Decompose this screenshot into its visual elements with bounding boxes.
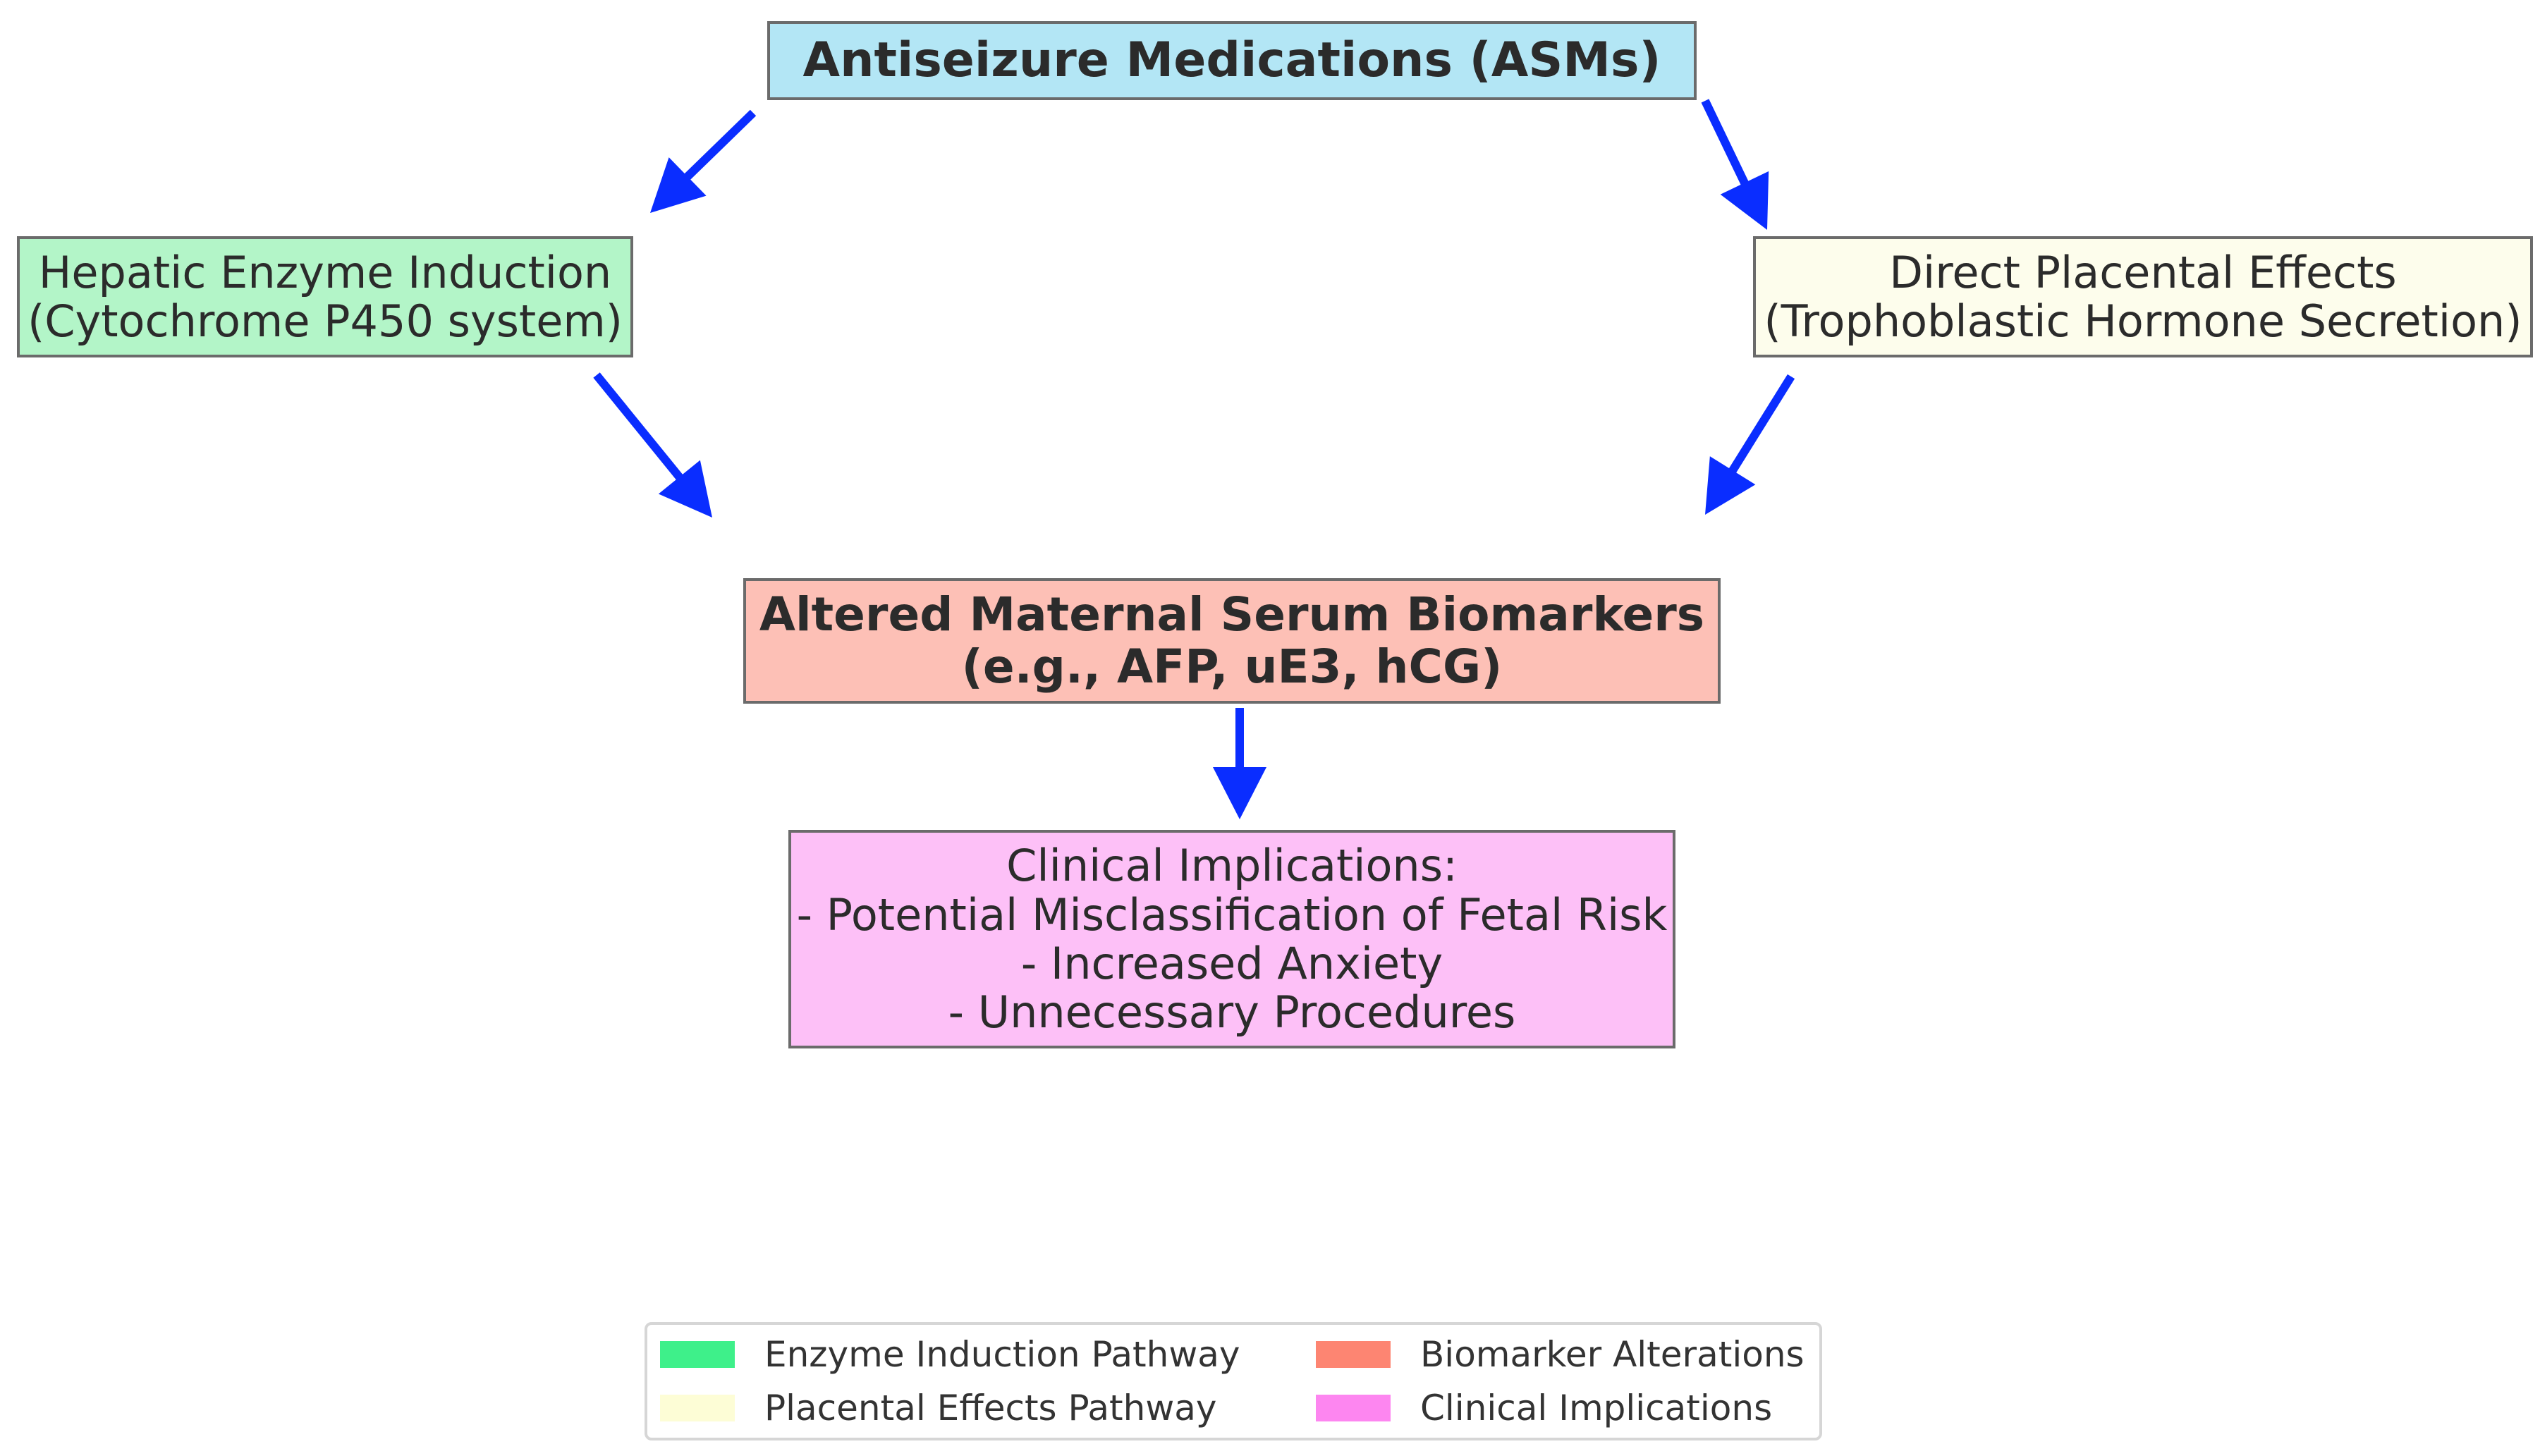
legend-label: Enzyme Induction Pathway xyxy=(764,1334,1240,1375)
arrow-shaft xyxy=(682,109,757,182)
arrow-shaft xyxy=(1727,374,1795,475)
arrow-head xyxy=(1705,456,1756,515)
arrow-asms-to-hepatic xyxy=(650,109,757,213)
arrow-head xyxy=(1720,171,1769,230)
node-placental-line-2: (Trophoblastic Hormone Secretion) xyxy=(1764,295,2522,347)
node-hepatic-enzyme-induction: Hepatic Enzyme Induction (Cytochrome P45… xyxy=(17,236,633,357)
legend-item-biomarker-alterations: Biomarker Alterations xyxy=(1316,1333,1805,1376)
node-clinical-line-1: Clinical Implications: xyxy=(1006,840,1458,892)
legend-swatch xyxy=(660,1395,735,1421)
node-antiseizure-medications: Antiseizure Medications (ASMs) xyxy=(767,21,1697,100)
node-asms-line-1: Antiseizure Medications (ASMs) xyxy=(802,32,1661,88)
legend-item-placental-effects: Placental Effects Pathway xyxy=(660,1387,1216,1429)
node-biomarkers-line-2: (e.g., AFP, uE3, hCG) xyxy=(961,640,1503,694)
arrow-placental-to-biomarkers xyxy=(1705,374,1795,515)
arrow-head xyxy=(1213,767,1266,819)
arrow-asms-to-placental xyxy=(1701,99,1769,230)
node-hepatic-line-1: Hepatic Enzyme Induction xyxy=(38,246,612,298)
legend-swatch xyxy=(1316,1341,1391,1368)
arrow-hepatic-to-biomarkers xyxy=(593,372,712,518)
arrow-shaft xyxy=(1701,99,1750,188)
node-hepatic-line-2: (Cytochrome P450 system) xyxy=(28,295,623,347)
legend-label: Placental Effects Pathway xyxy=(764,1388,1217,1429)
arrow-head xyxy=(650,157,707,213)
node-altered-serum-biomarkers: Altered Maternal Serum Biomarkers (e.g.,… xyxy=(743,578,1721,704)
legend-swatch xyxy=(660,1341,735,1368)
node-placental-line-1: Direct Placental Effects xyxy=(1889,246,2397,298)
node-clinical-line-4: - Unnecessary Procedures xyxy=(948,986,1516,1039)
legend-label: Clinical Implications xyxy=(1420,1388,1773,1429)
legend-item-clinical-implications: Clinical Implications xyxy=(1316,1387,1772,1429)
arrow-biomarkers-to-clinical xyxy=(1213,708,1266,819)
legend: Enzyme Induction Pathway Placental Effec… xyxy=(645,1322,1822,1440)
legend-swatch xyxy=(1316,1395,1391,1421)
legend-label: Biomarker Alterations xyxy=(1420,1334,1805,1375)
arrow-shaft xyxy=(593,372,685,482)
node-direct-placental-effects: Direct Placental Effects (Trophoblastic … xyxy=(1753,236,2533,357)
node-clinical-line-3: - Increased Anxiety xyxy=(1020,938,1443,989)
node-clinical-implications: Clinical Implications: - Potential Miscl… xyxy=(788,830,1675,1048)
legend-item-enzyme-induction: Enzyme Induction Pathway xyxy=(660,1333,1240,1376)
node-biomarkers-line-1: Altered Maternal Serum Biomarkers xyxy=(759,587,1705,642)
node-clinical-line-2: - Potential Misclassification of Fetal R… xyxy=(796,888,1668,941)
arrow-head xyxy=(658,460,712,518)
